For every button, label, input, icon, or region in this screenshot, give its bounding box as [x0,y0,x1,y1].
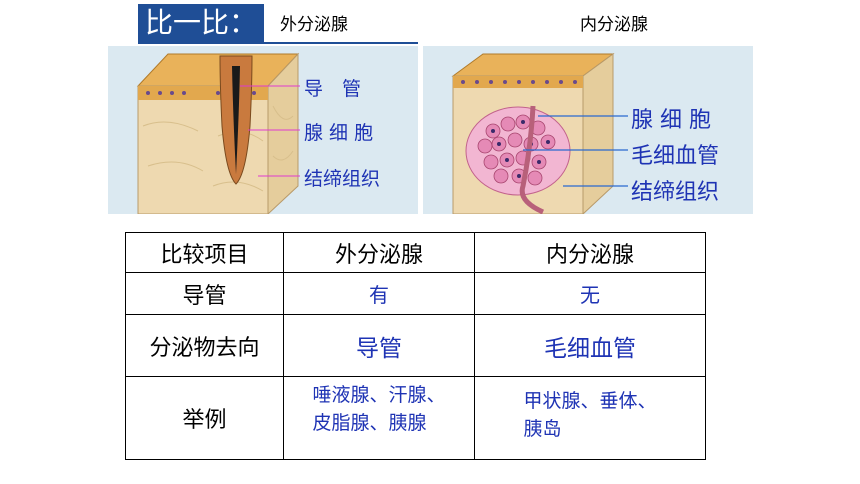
label-duct: 导 管 [304,78,362,100]
exocrine-examples-text: 唾液腺、汗腺、 皮脂腺、胰腺 [312,381,445,437]
label-gland-cell: 腺 细 胞 [304,122,374,144]
cell-exocrine-examples: 唾液腺、汗腺、 皮脂腺、胰腺 [283,376,475,460]
cell-endocrine-duct: 无 [474,272,706,315]
table-header-row: 比较项目 外分泌腺 内分泌腺 [125,232,706,273]
endocrine-example-line: 甲状腺、垂体、 [523,390,657,412]
exocrine-example-line: 皮脂腺、胰腺 [312,412,427,434]
exocrine-heading: 外分泌腺 [280,15,348,35]
label-gland-cell-right: 腺 细 胞 [631,108,711,133]
slide-title: 比一比： [138,4,264,42]
exocrine-example-line: 唾液腺、汗腺、 [312,384,446,406]
cell-exocrine-duct: 有 [283,272,475,315]
endocrine-examples-text: 甲状腺、垂体、 胰岛 [523,387,656,443]
label-capillary: 毛细血管 [631,144,720,169]
table-row: 举例 唾液腺、汗腺、 皮脂腺、胰腺 甲状腺、垂体、 胰岛 [125,376,706,460]
table-row: 导管 有 无 [125,272,706,315]
cell-endocrine-destination: 毛细血管 [474,314,706,377]
label-connective-tissue-right: 结缔组织 [631,180,720,205]
cell-exocrine-destination: 导管 [283,314,475,377]
endocrine-example-line: 胰岛 [523,418,562,440]
title-underline [138,42,418,44]
row-item-duct: 导管 [125,272,284,315]
exocrine-gland-illustration: 导 管 腺 细 胞 结缔组织 [108,46,418,214]
row-item-destination: 分泌物去向 [125,314,284,377]
label-connective-tissue: 结缔组织 [304,168,381,190]
header-cell-exocrine: 外分泌腺 [283,232,475,273]
table-row: 分泌物去向 导管 毛细血管 [125,314,706,377]
endocrine-gland-illustration: 腺 细 胞 毛细血管 结缔组织 [423,46,753,214]
endocrine-heading: 内分泌腺 [580,15,648,35]
row-item-examples: 举例 [125,376,284,460]
header-cell-item: 比较项目 [125,232,284,273]
comparison-table: 比较项目 外分泌腺 内分泌腺 导管 有 无 分泌物去向 导管 毛细血管 举例 唾… [125,232,706,460]
endocrine-gland-drawing [451,53,628,214]
cell-endocrine-examples: 甲状腺、垂体、 胰岛 [474,376,706,460]
header-cell-endocrine: 内分泌腺 [474,232,706,273]
exocrine-gland-drawing [136,52,300,214]
